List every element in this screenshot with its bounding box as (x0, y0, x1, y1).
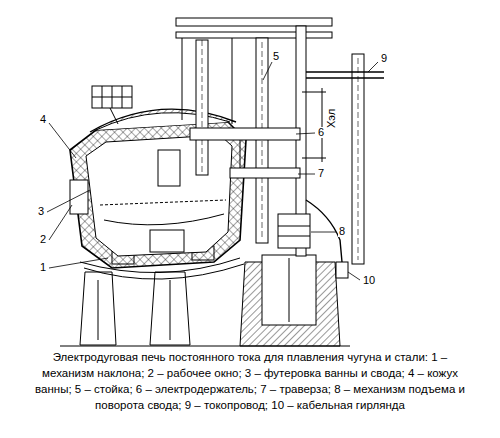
cable-garland (306, 200, 342, 262)
current-lead (352, 54, 364, 264)
top-beam (176, 18, 332, 26)
pedestal (150, 272, 190, 345)
electrode (196, 40, 208, 175)
callout-number: 5 (272, 51, 280, 62)
electrode-holder (190, 128, 300, 140)
leader-lines (47, 62, 378, 280)
pedestal (80, 272, 116, 345)
traverse (230, 168, 300, 178)
callout-number: 2 (39, 234, 47, 245)
window-door (92, 86, 132, 108)
lift-mechanism (278, 214, 310, 248)
callout-number: 10 (362, 275, 376, 286)
caption: Электродуговая печь постоянного тока для… (30, 350, 470, 413)
bottom-electrode (150, 230, 184, 252)
working-window (70, 180, 88, 214)
lining (86, 135, 232, 256)
callout-number: 3 (37, 206, 45, 217)
callout-number: 6 (317, 127, 325, 138)
dimension-label: Хэл (326, 107, 337, 128)
callout-number: 4 (39, 114, 47, 125)
pedestal (262, 255, 316, 325)
callout-number: 7 (317, 168, 325, 179)
vessel-shell (70, 122, 246, 268)
callout-number: 1 (39, 262, 47, 273)
callout-number: 8 (338, 226, 346, 237)
callout-number: 9 (380, 53, 388, 64)
